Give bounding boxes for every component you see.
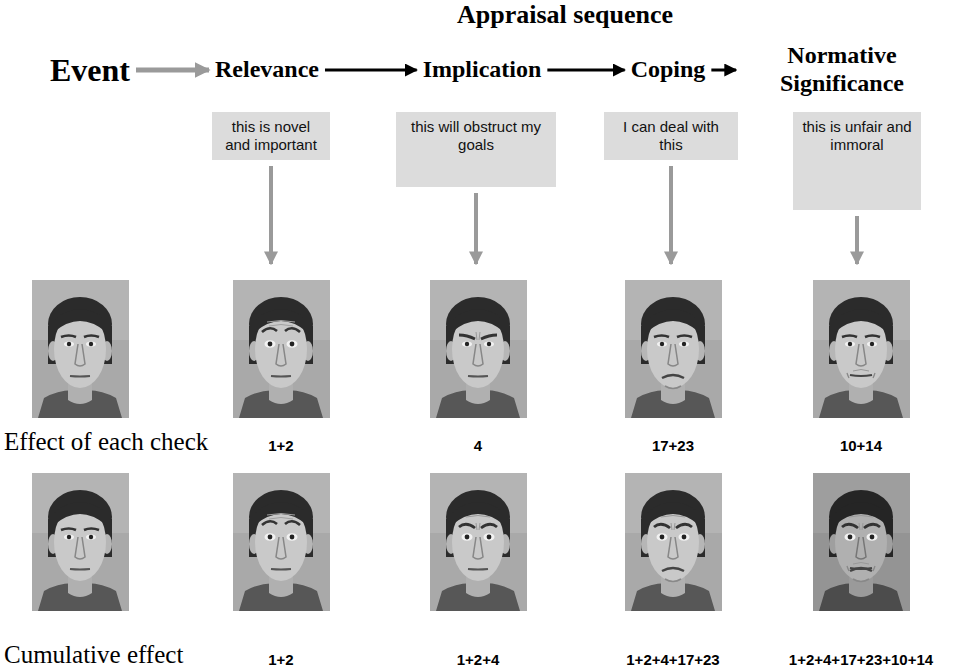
action-unit-code: 1+2+4+17+23: [626, 652, 719, 669]
stage-heading: Relevance: [215, 56, 319, 84]
appraisal-text: this is novel and important: [220, 118, 322, 154]
face-photo: [430, 280, 527, 418]
appraisal-box: I can deal with this: [604, 112, 738, 160]
face-photo: [233, 473, 330, 611]
action-unit-code: 17+23: [652, 438, 694, 455]
face-photo: [32, 473, 129, 611]
appraisal-text: I can deal with this: [612, 118, 730, 154]
stage-label: Implication: [423, 56, 542, 84]
stage-label: Normative Significance: [742, 42, 942, 97]
face-photo: [233, 280, 330, 418]
face-photo: [625, 280, 722, 418]
face-photo: [813, 473, 910, 611]
action-unit-code: 10+14: [840, 438, 882, 455]
face-photo: [813, 280, 910, 418]
flow-arrow: [136, 67, 209, 72]
stage-heading: Coping: [631, 56, 706, 84]
flow-arrow: [325, 69, 417, 72]
flow-arrow: [547, 69, 624, 72]
down-arrow: [669, 166, 673, 264]
action-unit-code: 4: [474, 438, 482, 455]
stage-heading: Implication: [423, 56, 542, 84]
stage-label: Event: [50, 52, 130, 89]
stage-heading: Normative Significance: [742, 42, 942, 97]
action-unit-code: 1+2+4+17+23+10+14: [789, 652, 933, 669]
action-unit-code: 1+2: [268, 438, 293, 455]
down-arrow: [474, 193, 478, 264]
appraisal-box: this is novel and important: [212, 112, 330, 160]
appraisal-text: this is unfair and immoral: [801, 118, 913, 154]
face-photo: [32, 280, 129, 418]
down-arrow: [269, 166, 273, 264]
stage-label: Relevance: [215, 56, 319, 84]
face-photo: [625, 473, 722, 611]
action-unit-code: 1+2+4: [457, 652, 500, 669]
diagram-title: Appraisal sequence: [457, 1, 673, 30]
row-label: Effect of each check: [4, 428, 208, 456]
event-heading: Event: [50, 52, 130, 89]
flow-arrow: [711, 69, 736, 72]
down-arrow: [855, 216, 859, 264]
action-unit-code: 1+2: [268, 652, 293, 669]
stage-label: Coping: [631, 56, 706, 84]
appraisal-box: this is unfair and immoral: [793, 112, 921, 210]
row-label: Cumulative effect: [4, 641, 183, 669]
appraisal-box: this will obstruct my goals: [396, 112, 556, 187]
appraisal-text: this will obstruct my goals: [404, 118, 548, 154]
face-photo: [430, 473, 527, 611]
